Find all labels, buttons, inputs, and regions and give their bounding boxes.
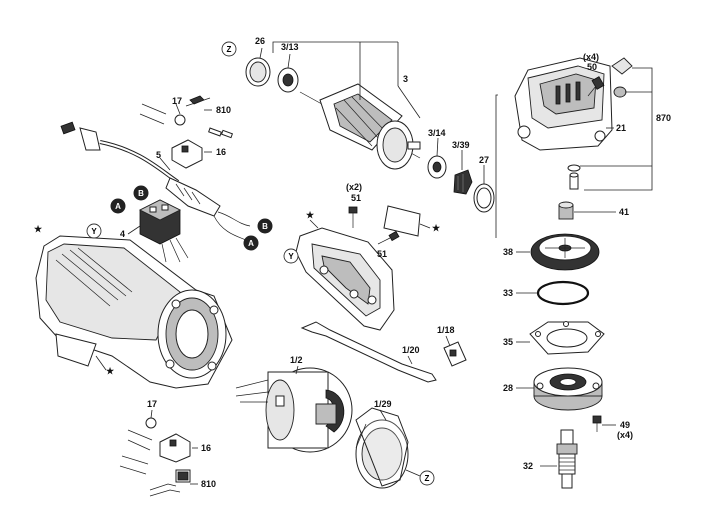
label-3-14: 3/14 [428, 128, 446, 138]
badge-z-bottom: Z [419, 470, 435, 486]
label-x2: (x2) [346, 182, 362, 192]
label-28: 28 [503, 383, 513, 393]
svg-text:Z: Z [227, 45, 232, 54]
bevel-gear-38 [530, 233, 600, 271]
svg-text:Y: Y [91, 227, 97, 236]
label-sticker-center [383, 205, 421, 237]
label-5: 5 [156, 150, 161, 160]
star-marker-housing: ★ [34, 224, 43, 234]
gear-housing-21 [514, 57, 613, 151]
star-marker-handle: ★ [306, 210, 315, 220]
label-1-18: 1/18 [437, 325, 455, 335]
badge-b-right: B [257, 218, 273, 234]
screw-50 [587, 76, 605, 97]
baffle-1-29 [355, 407, 409, 489]
svg-text:Y: Y [288, 252, 294, 261]
motor-housing [35, 235, 233, 389]
screw-49 [592, 415, 602, 432]
label-26: 26 [255, 36, 265, 46]
screw-51-top [348, 206, 358, 228]
star-marker-label-left: ★ [106, 366, 115, 376]
label-32: 32 [523, 461, 533, 471]
svg-text:Z: Z [425, 474, 430, 483]
label-plate-left [55, 333, 97, 367]
label-38: 38 [503, 247, 513, 257]
label-810-top: 810 [216, 105, 231, 115]
field-coil-1-2 [235, 367, 353, 453]
switch-16-bottom [159, 433, 191, 463]
ball-bearing-3-13 [277, 67, 299, 93]
ball-bearing-3-14 [427, 155, 447, 179]
label-49: 49 [620, 420, 630, 430]
label-4: 4 [120, 229, 125, 239]
svg-text:A: A [115, 202, 121, 211]
badge-b-left: B [133, 185, 149, 201]
bearing-flange-28 [533, 367, 603, 411]
label-1-2: 1/2 [290, 355, 303, 365]
lock-button-cap-870 [611, 57, 633, 98]
switch-16-top [171, 139, 203, 169]
armature-3 [299, 83, 421, 170]
label-x4-bottom: (x4) [617, 430, 633, 440]
spindle-lock-parts [567, 164, 581, 190]
handle-cover [295, 227, 395, 331]
label-x4-top: (x4) [583, 52, 599, 62]
label-50: 50 [587, 62, 597, 72]
switch-rod-1-20 [300, 321, 437, 383]
svg-text:B: B [262, 222, 268, 231]
ring-27 [473, 183, 495, 213]
label-35: 35 [503, 337, 513, 347]
badge-z-top: Z [221, 41, 237, 57]
badge-y-left: Y [86, 223, 102, 239]
label-16-bottom: 16 [201, 443, 211, 453]
label-3-13: 3/13 [281, 42, 299, 52]
brush-parts-bottom [119, 417, 157, 475]
carbon-brush-810-bottom [149, 469, 191, 497]
power-cord-5 [60, 121, 251, 241]
label-1-20: 1/20 [402, 345, 420, 355]
label-51-top: 51 [351, 193, 361, 203]
label-1-29: 1/29 [374, 399, 392, 409]
star-marker-label-center: ★ [432, 223, 441, 233]
label-21: 21 [616, 123, 626, 133]
label-41: 41 [619, 207, 629, 217]
screw-51-mid [377, 230, 400, 245]
svg-text:B: B [138, 189, 144, 198]
svg-text:A: A [248, 239, 254, 248]
o-ring-33 [536, 280, 590, 306]
sleeve-41 [558, 201, 574, 220]
label-3: 3 [403, 74, 408, 84]
label-17-bottom: 17 [147, 399, 157, 409]
label-810-bottom: 810 [201, 479, 216, 489]
label-33: 33 [503, 288, 513, 298]
gasket-35 [529, 321, 605, 355]
label-3-39: 3/39 [452, 140, 470, 150]
pinion-gear-3-39 [453, 169, 473, 195]
bearing-ring-26 [245, 57, 271, 87]
brush-holder-parts-top [139, 95, 234, 139]
label-17-top: 17 [172, 96, 182, 106]
badge-a-left: A [110, 198, 126, 214]
label-16-top: 16 [216, 147, 226, 157]
label-51-mid: 51 [377, 249, 387, 259]
label-27: 27 [479, 155, 489, 165]
badge-y-center: Y [283, 248, 299, 264]
label-870: 870 [656, 113, 671, 123]
spindle-32 [556, 429, 578, 489]
badge-a-right: A [243, 235, 259, 251]
slide-switch-1-18 [443, 341, 467, 367]
switch-module-4 [138, 199, 189, 263]
